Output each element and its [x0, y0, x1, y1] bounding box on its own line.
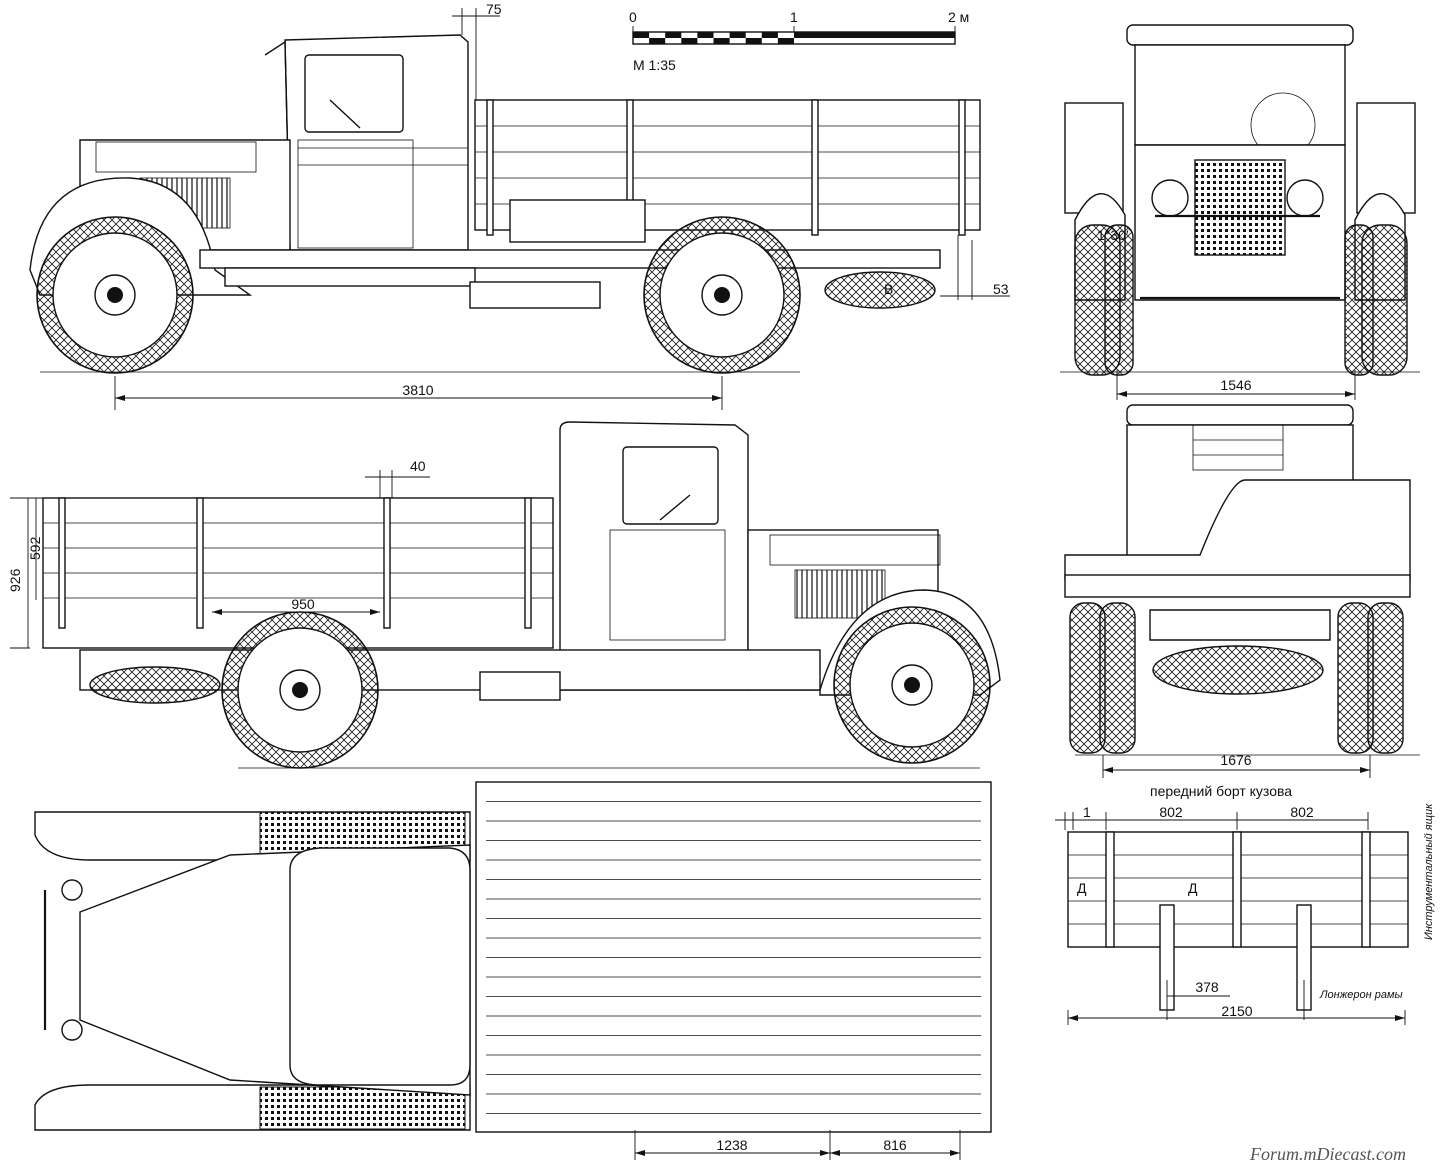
dim-rear-overhang: 53: [993, 281, 1009, 297]
dim-rear-track: 1676: [1220, 752, 1251, 768]
dim-body-width: 2150: [1221, 1003, 1252, 1019]
front-wheel-side1: [36, 216, 194, 374]
spare-wheel: [824, 271, 936, 309]
headlight-right: [1286, 179, 1324, 217]
dim-wheelbase: 3810: [402, 382, 433, 398]
marker-d2: Д: [1188, 880, 1198, 896]
dim-board-height: 592: [27, 536, 43, 560]
rear-wheel-side2: [221, 611, 379, 769]
dim-body-height: 926: [7, 568, 23, 592]
dim-front-angle: 1°30′: [1097, 227, 1129, 243]
windshield: [1134, 44, 1346, 146]
label-frame-rail: Лонжерон рамы: [1319, 989, 1403, 1001]
frame-rail: [199, 249, 941, 269]
scale-tick-2: 2 м: [948, 9, 969, 25]
dim-front-track: 1546: [1220, 377, 1251, 393]
watermark: Forum.mDiecast.com: [1249, 1144, 1406, 1164]
dim-cab-gap: 75: [486, 1, 502, 17]
cargo-rear: [1064, 479, 1411, 581]
dim-side-gap: 40: [410, 458, 426, 474]
spare-wheel-rear: [1152, 645, 1324, 695]
scale-tick-0: 0: [629, 9, 637, 25]
side-view-right: 926 592 40 950: [7, 421, 1001, 769]
front-board-title: передний борт кузова: [1150, 783, 1292, 799]
front-wheel-side2: [833, 606, 991, 764]
label-tool-box: Инструментальный ящик: [1423, 803, 1435, 940]
rear-tyre-r2: [1367, 602, 1404, 754]
scale-tick-1: 1: [790, 9, 798, 25]
dim-board-seg1: 802: [1159, 804, 1183, 820]
scale-label: М 1:35: [633, 57, 676, 73]
scale-bar: 0 1 2 м М 1:35: [629, 9, 969, 73]
cab-roof-plan: [289, 847, 471, 1086]
front-tyre-right: [1361, 224, 1408, 376]
dim-plan-seg2: 816: [883, 1137, 907, 1153]
cab-window-2: [622, 446, 719, 525]
dim-board-left: 1: [1083, 804, 1091, 820]
marker-b: В: [884, 281, 893, 297]
cargo-bed-plan: [475, 781, 992, 1133]
rear-tyre-l2: [1099, 602, 1136, 754]
dim-stake-spacing: 950: [291, 596, 315, 612]
side-view-left: В 3810 75 53: [29, 1, 1010, 410]
headlight-left: [1151, 179, 1189, 217]
front-board-view: передний борт кузова 1 802 802 Д Д Инстр…: [1055, 783, 1435, 1025]
spare-wheel-2: [89, 666, 221, 704]
cab-window: [304, 54, 404, 133]
marker-d1: Д: [1077, 880, 1087, 896]
dim-board-seg2: 802: [1290, 804, 1314, 820]
dim-frame-spacing: 378: [1195, 979, 1219, 995]
dim-plan-seg1: 1238: [716, 1137, 747, 1153]
front-view: 1°30′ 1546: [1060, 24, 1420, 400]
tool-box-side: [509, 199, 646, 243]
rear-view: 1676: [1064, 404, 1420, 778]
plan-view: 1238 816: [34, 781, 992, 1160]
rear-wheel-side1: [643, 216, 801, 374]
radiator-grille: [1194, 159, 1286, 256]
